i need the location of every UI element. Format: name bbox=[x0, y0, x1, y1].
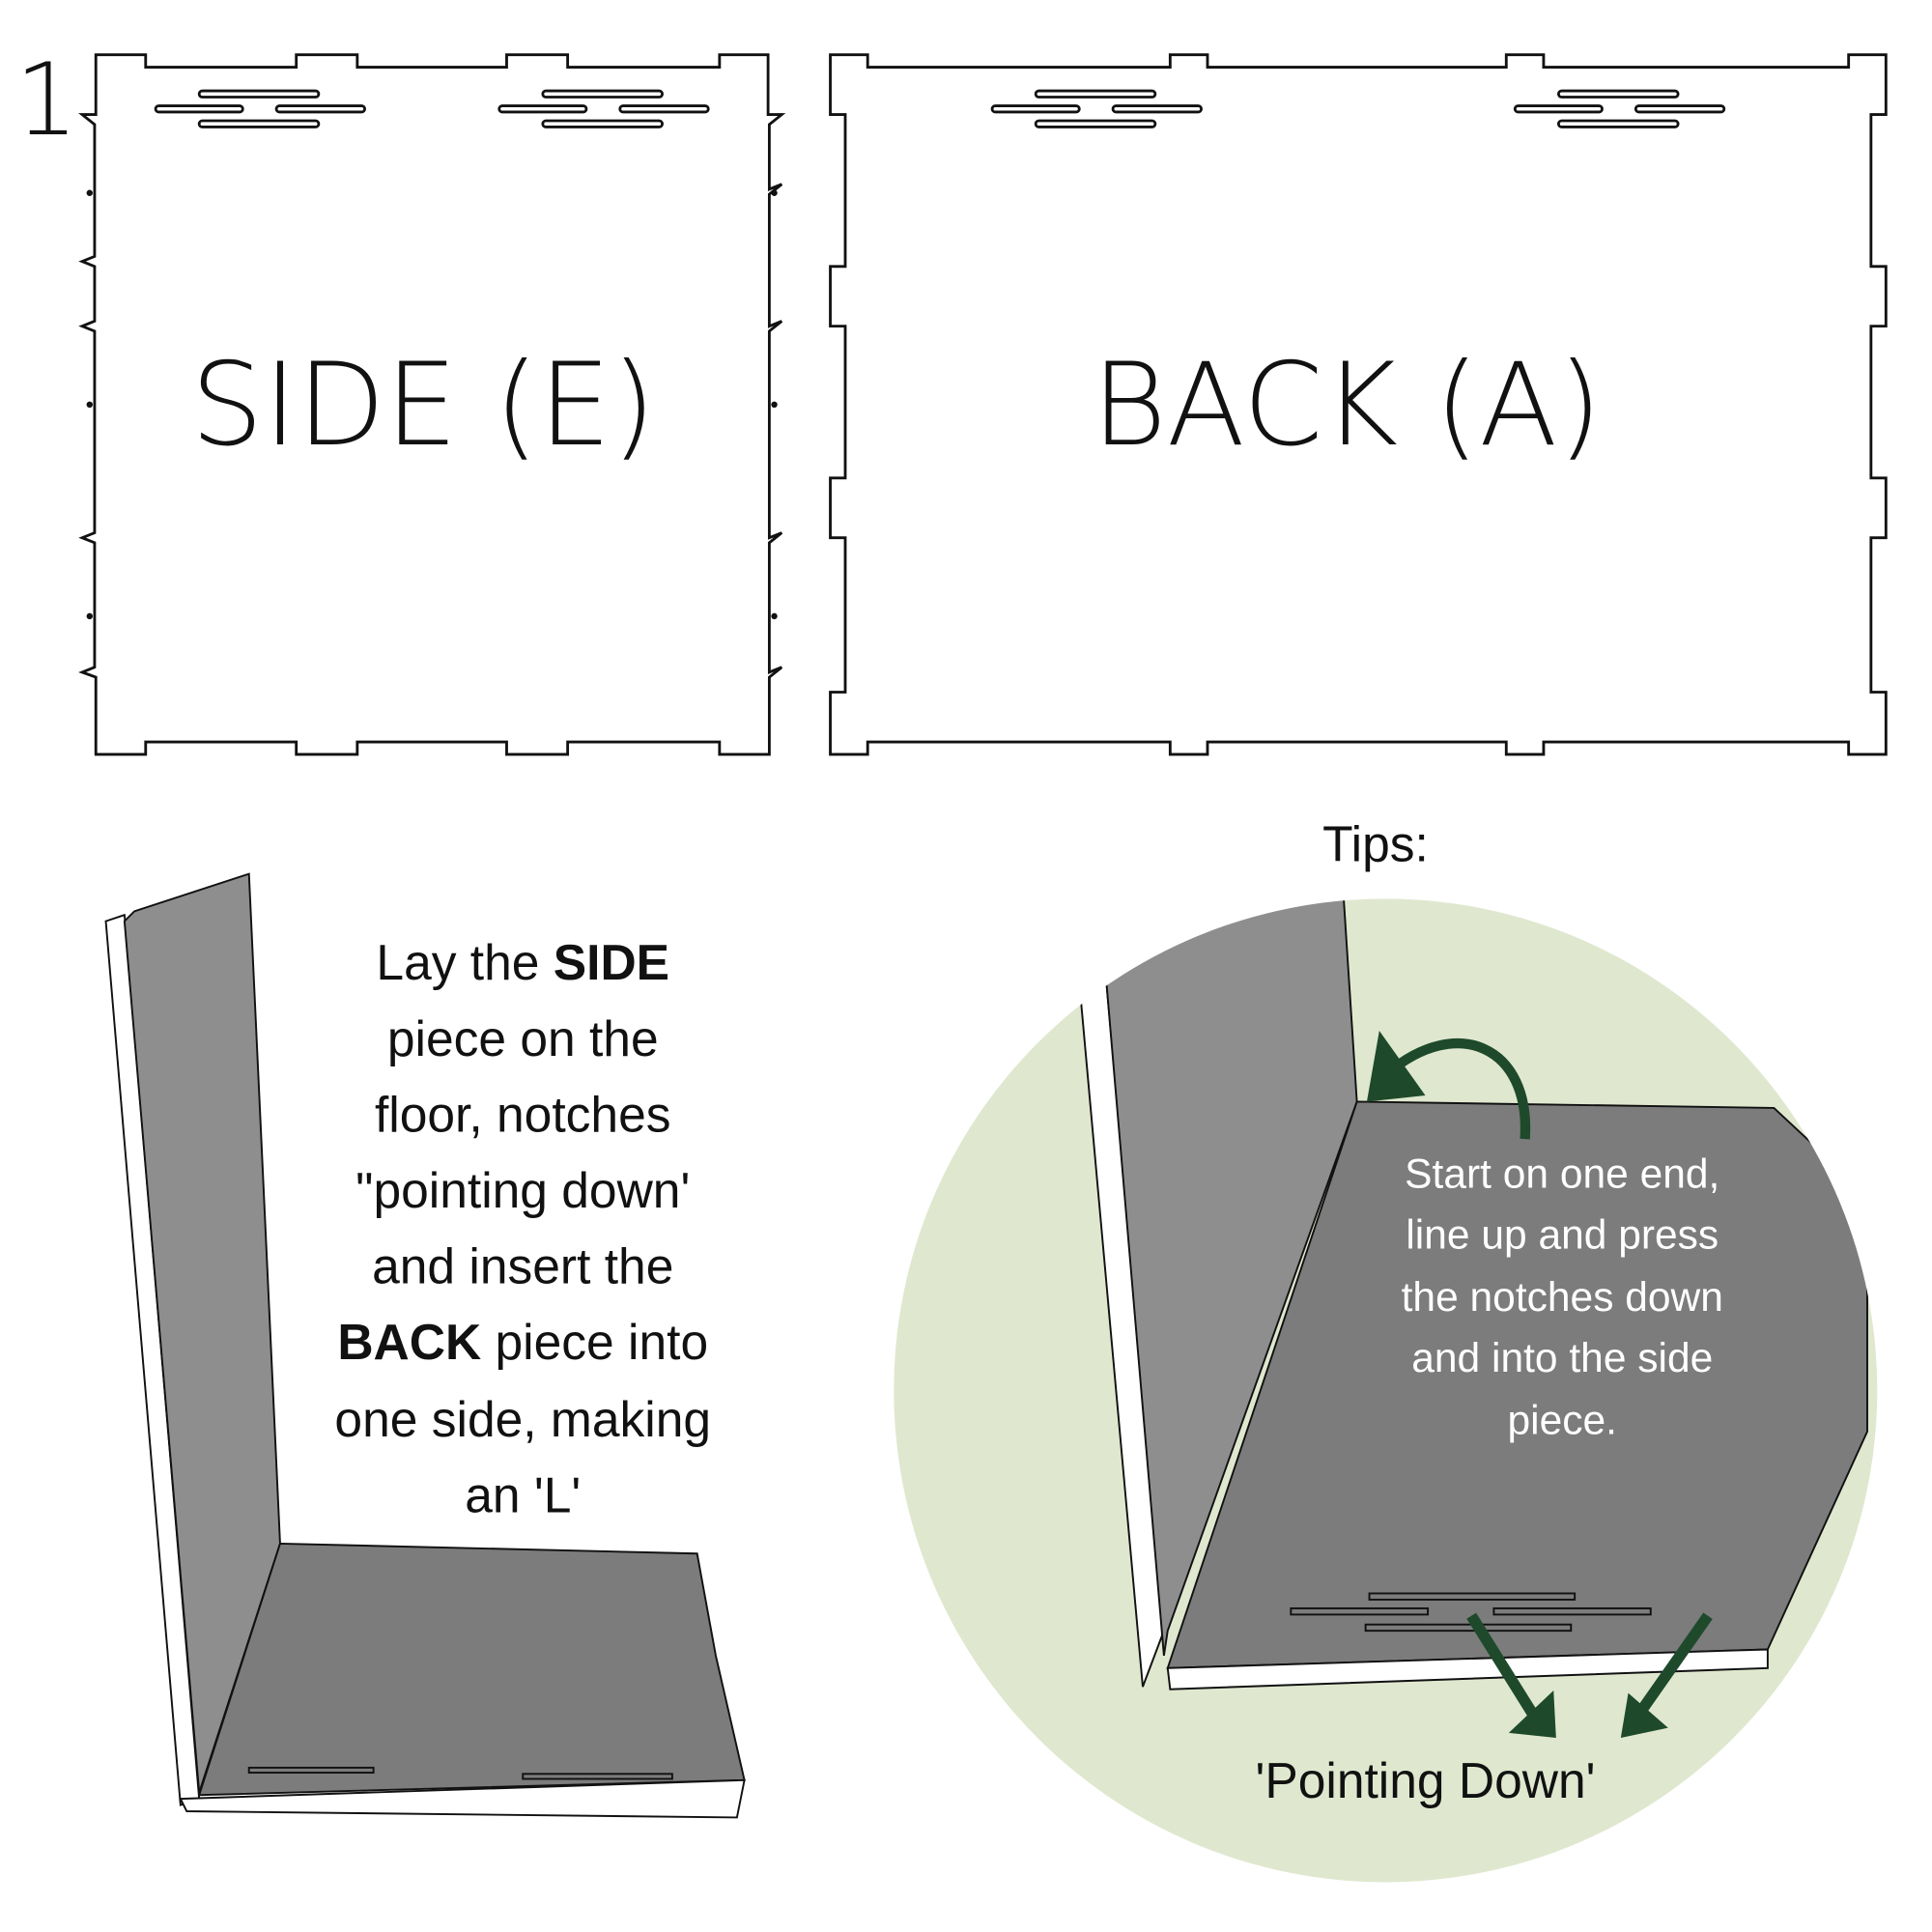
tips-title: Tips: bbox=[1322, 816, 1429, 872]
side-piece-label: SIDE (E) bbox=[190, 338, 655, 471]
step-number: 1 bbox=[14, 43, 78, 158]
tip-text: Start on one end, line up and press the … bbox=[1402, 1151, 1723, 1443]
instructions-text: Lay the SIDE piece on the floor, notches… bbox=[334, 934, 711, 1523]
tips-circle: Start on one end, line up and press the … bbox=[894, 898, 1878, 1883]
svg-text:piece.: piece. bbox=[1508, 1399, 1617, 1444]
down-arrow-icon bbox=[1466, 1612, 1713, 1738]
back-piece-label: BACK (A) bbox=[1092, 338, 1602, 471]
svg-text:an 'L': an 'L' bbox=[465, 1467, 581, 1523]
svg-text:line up and press: line up and press bbox=[1406, 1213, 1719, 1259]
svg-text:piece on the: piece on the bbox=[387, 1010, 659, 1066]
svg-text:Lay the SIDE: Lay the SIDE bbox=[376, 934, 669, 990]
svg-text:and into the side: and into the side bbox=[1411, 1336, 1713, 1381]
svg-text:and insert the: and insert the bbox=[372, 1238, 673, 1294]
svg-text:the notches down: the notches down bbox=[1402, 1275, 1723, 1321]
back-panel-drawing: BACK (A) bbox=[829, 53, 1888, 756]
pointing-down-label: 'Pointing Down' bbox=[1256, 1752, 1596, 1808]
svg-text:Start on one end,: Start on one end, bbox=[1405, 1151, 1719, 1197]
svg-text:BACK piece into: BACK piece into bbox=[337, 1314, 708, 1370]
svg-text:one side, making: one side, making bbox=[334, 1391, 711, 1447]
curved-arrow-icon bbox=[1366, 1031, 1531, 1140]
l-assembly-illustration bbox=[104, 872, 746, 1819]
svg-text:floor, notches: floor, notches bbox=[375, 1086, 671, 1142]
svg-text:"pointing down': "pointing down' bbox=[355, 1162, 690, 1218]
side-panel-drawing: SIDE (E) bbox=[78, 53, 786, 756]
